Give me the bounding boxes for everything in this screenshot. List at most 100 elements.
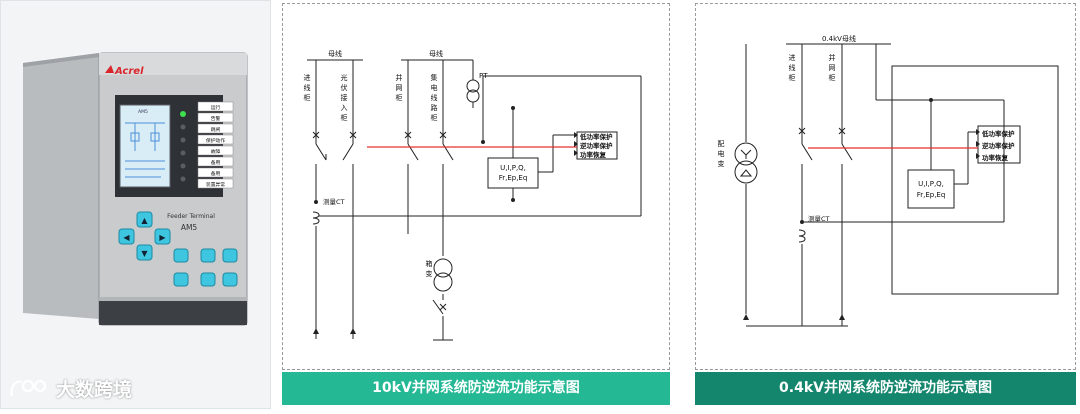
feeder-label-in: 进 <box>304 74 311 82</box>
down-arrow-icon: ▼ <box>141 249 148 258</box>
feeder-label-pv: 柜 <box>341 113 348 122</box>
arrow-keypad[interactable]: ▲ ◀ ▶ ▼ <box>118 211 171 261</box>
transformer-04-lower <box>734 160 758 184</box>
feeder-label-pv: 伏 <box>341 83 348 92</box>
ct-label-04kv: 测量CT <box>808 215 830 223</box>
led-label-box <box>197 167 234 178</box>
switch-feeder-in <box>315 143 327 161</box>
left-arrow-icon: ◀ <box>123 233 130 242</box>
led-label: 保护动作 <box>206 137 225 144</box>
feeder-label-collect: 路 <box>431 103 438 112</box>
protection-line: 逆功率保护 <box>982 141 1015 150</box>
feeder-label-grid-04: 并 <box>829 53 836 62</box>
feeder-label-in-04: 柜 <box>789 73 796 82</box>
switch-04-in <box>801 143 813 161</box>
measurement-text-10kv: U,I,P,Q,Fr,Ep,Eq <box>499 164 528 182</box>
ct-label-10kv: 测量CT <box>323 198 345 206</box>
measurement-box-10kv <box>487 157 539 189</box>
feeder-label-pv: 接 <box>341 93 348 102</box>
led-label-box <box>197 156 234 167</box>
measurement-line: U,I,P,Q, <box>918 180 944 188</box>
led-label-box <box>197 101 234 112</box>
feeder-label-collect: 柜 <box>431 113 438 122</box>
feeder-label-pv: 入 <box>341 104 348 112</box>
brand-text: Acrel <box>114 66 144 77</box>
secondary-frame-04kv <box>891 65 1059 295</box>
lcd-screen <box>119 104 171 188</box>
feeder-label-in-04: 进 <box>789 54 796 62</box>
func-key-2-button[interactable] <box>200 248 216 263</box>
measurement-line: Fr,Ep,Eq <box>917 191 946 199</box>
led-label-box <box>197 145 234 156</box>
ct-coil-04kv <box>798 229 806 243</box>
model-line1: Feeder Terminal <box>167 213 215 220</box>
transformer-04-upper <box>734 142 758 166</box>
right-arrow-icon: ▶ <box>159 233 166 242</box>
bus-left-label: 母线 <box>328 49 342 58</box>
protection-line: 低功率保护 <box>579 132 613 141</box>
func-key-4-button[interactable] <box>200 272 216 287</box>
up-key-button[interactable] <box>136 211 153 228</box>
ct-coil-10kv <box>312 211 320 225</box>
led-label: 跳闸 <box>211 126 221 133</box>
breaker-marks-10kv <box>312 131 447 311</box>
watermark: 大数跨境 <box>8 373 132 403</box>
feeder-label-grid: 网 <box>396 84 403 92</box>
device-side <box>23 53 99 319</box>
enter-key-button[interactable] <box>222 248 238 263</box>
pt-label: PT <box>479 72 488 80</box>
lcd-mimic <box>125 122 165 178</box>
caption-04kv: 0.4kV并网系统防逆流功能示意图 <box>695 372 1076 405</box>
led-label: 备用 <box>211 159 221 166</box>
led-label: 备用 <box>211 170 221 177</box>
watermark-text: 大数跨境 <box>56 378 133 401</box>
left-key-button[interactable] <box>118 228 135 245</box>
transformer-label-04kv: 变 <box>718 159 725 168</box>
function-keypad[interactable] <box>173 248 238 287</box>
feeder-label-in-04: 线 <box>789 63 796 72</box>
led-label-box <box>197 112 234 123</box>
led-label: 装置异常 <box>206 181 225 188</box>
right-key-button[interactable] <box>154 228 171 245</box>
watermark-logo-icon <box>10 379 47 397</box>
feeder-label-pv: 光 <box>341 73 348 82</box>
feeder-label-grid-04: 网 <box>829 64 836 72</box>
device-bottom-strip <box>99 301 247 325</box>
transformer-lower-circle <box>433 272 453 292</box>
feeder-label-grid: 并 <box>396 73 403 82</box>
caption-10kv: 10kV并网系统防逆流功能示意图 <box>282 372 670 405</box>
svg-text:AM5: AM5 <box>138 109 148 115</box>
up-arrow-icon: ▲ <box>141 216 148 225</box>
pt-upper-circle <box>466 79 480 93</box>
bus-04kv-label: 0.4kV母线 <box>822 34 856 43</box>
diagram-10kv: 母线 母线 PT 测量CT 进线柜光伏接入柜并网柜集电线路柜箱变 U,I,P,Q… <box>282 3 670 370</box>
func-key-1-button[interactable] <box>173 248 189 263</box>
protection-box-10kv <box>576 131 618 160</box>
model-line2: AM5 <box>181 223 198 232</box>
measurement-line: U,I,P,Q, <box>500 164 526 172</box>
diagram-04kv: 0.4kV母线 测量CT 进线柜并网柜配电变 U,I,P,Q,Fr,Ep,Eq … <box>695 3 1076 370</box>
led-label-box <box>197 178 234 189</box>
func-key-5-button[interactable] <box>222 272 238 287</box>
led-label-box <box>197 134 234 145</box>
switch-feeder-pv <box>342 143 354 161</box>
measurement-box-04kv <box>907 169 955 209</box>
func-key-3-button[interactable] <box>173 272 189 287</box>
transformer-label-10kv: 箱 <box>426 259 433 268</box>
led-label-box <box>197 123 234 134</box>
protection-line: 逆功率保护 <box>580 141 613 150</box>
feeder-label-collect: 线 <box>431 93 438 102</box>
feeder-label-collect: 集 <box>431 73 438 82</box>
feeder-label-grid: 柜 <box>396 93 403 102</box>
down-key-button[interactable] <box>136 244 153 261</box>
acrel-logo-icon <box>105 65 114 73</box>
protection-line: 功率恢复 <box>580 150 607 159</box>
led-label: 运行 <box>211 104 221 111</box>
